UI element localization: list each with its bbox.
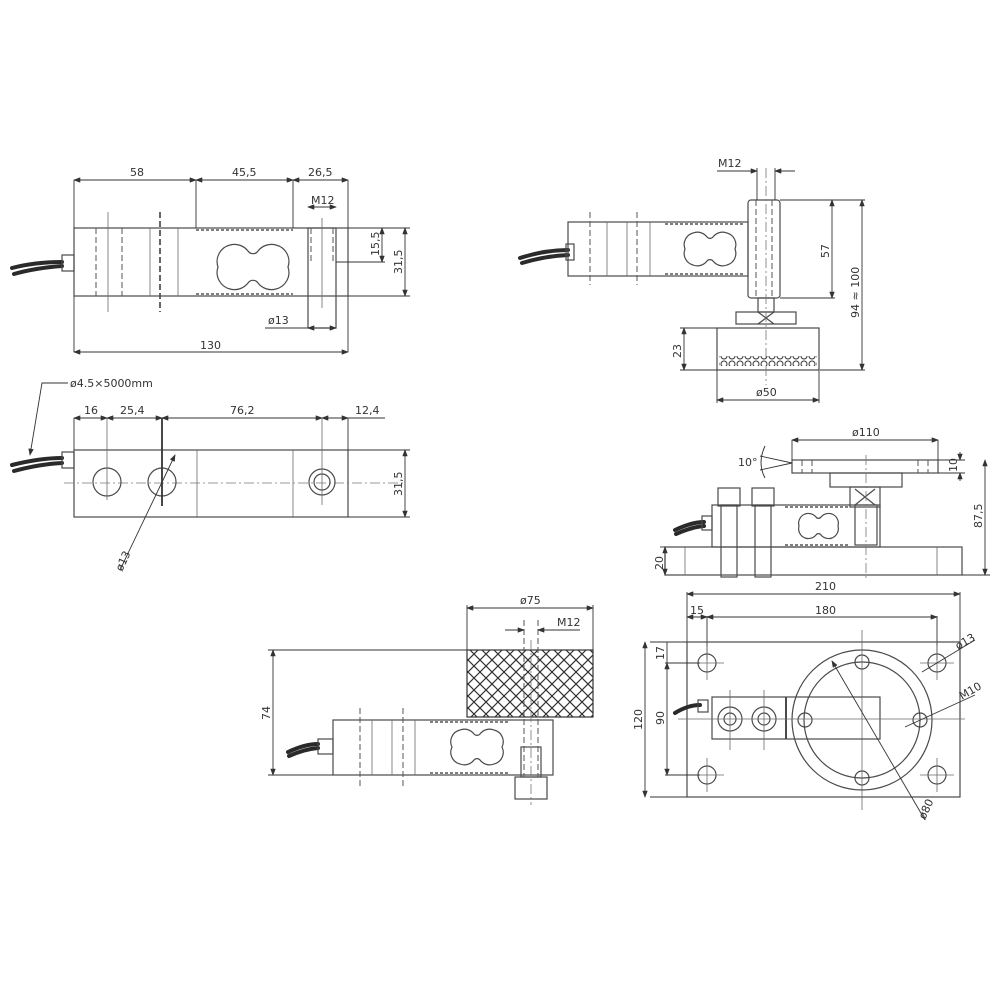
dim-31-5: 31,5 [392, 472, 405, 497]
cable-spec: ø4.5×5000mm [70, 377, 153, 390]
dim-23: 23 [671, 344, 684, 358]
base-plate-plan [686, 641, 961, 798]
binocular-cutout [216, 243, 290, 291]
dim-45-5: 45,5 [232, 166, 257, 179]
dim-58: 58 [130, 166, 144, 179]
load-pad [466, 649, 594, 718]
dim-17: 17 [654, 646, 667, 660]
view-foot-mount: M12 57 94 ≈ 100 23 ø50 [518, 157, 865, 403]
dim-210: 210 [815, 580, 836, 593]
cable [10, 260, 64, 270]
top-plate [791, 459, 939, 474]
dim-15: 15 [690, 604, 704, 617]
base-plate [664, 546, 963, 576]
cable-gland [61, 254, 75, 272]
dim-90: 90 [654, 711, 667, 725]
foot-bolt [747, 199, 781, 299]
dim-dia-13: ø13 [113, 549, 134, 573]
dim-74: 74 [260, 706, 273, 720]
dim-12-4: 12,4 [355, 404, 380, 417]
dim-dia-13: ø13 [953, 631, 977, 653]
load-cell-body [73, 227, 349, 297]
dim-dia-50: ø50 [756, 386, 777, 399]
dim-dia-13: ø13 [268, 314, 289, 327]
dim-m10: M10 [957, 680, 984, 703]
dim-120: 120 [632, 709, 645, 730]
load-cell-plan-body [73, 449, 349, 518]
dim-180: 180 [815, 604, 836, 617]
dim-87-5: 87,5 [972, 504, 985, 529]
dim-dia-80: ø80 [916, 797, 937, 821]
dim-57: 57 [819, 244, 832, 258]
dim-20: 20 [653, 556, 666, 570]
dim-15-5: 15,5 [369, 232, 382, 257]
dim-angle-10: 10° [738, 456, 758, 469]
cable [12, 264, 64, 276]
dim-dia-110: ø110 [852, 426, 880, 439]
dim-m12: M12 [311, 194, 335, 207]
dim-94-100: 94 ≈ 100 [849, 267, 862, 318]
load-cell-body [567, 221, 749, 277]
dim-10: 10 [947, 458, 960, 472]
view-pad-mount: ø75 M12 74 [260, 594, 594, 805]
load-cell-body [332, 719, 554, 776]
dim-dia-75: ø75 [520, 594, 541, 607]
dim-76-2: 76,2 [230, 404, 255, 417]
dim-31-5: 31,5 [392, 250, 405, 275]
view-module-side: ø110 10° 10 87,5 20 [653, 426, 990, 580]
dim-16: 16 [84, 404, 98, 417]
load-cell-plan [711, 696, 881, 740]
dim-m12: M12 [557, 616, 581, 629]
dim-130: 130 [200, 339, 221, 352]
dim-m12: M12 [718, 157, 742, 170]
view-load-cell-side: 58 45,5 26,5 M12 15,5 31,5 ø13 130 [10, 166, 410, 355]
dim-25-4: 25,4 [120, 404, 145, 417]
view-module-plan: 210 15 180 ø80 ø13 [632, 580, 984, 821]
view-load-cell-plan: 16 25,4 76,2 12,4 31,5 ø4.5×5000mm ø13 [10, 377, 410, 573]
dim-26-5: 26,5 [308, 166, 333, 179]
rubber-foot [716, 327, 820, 371]
